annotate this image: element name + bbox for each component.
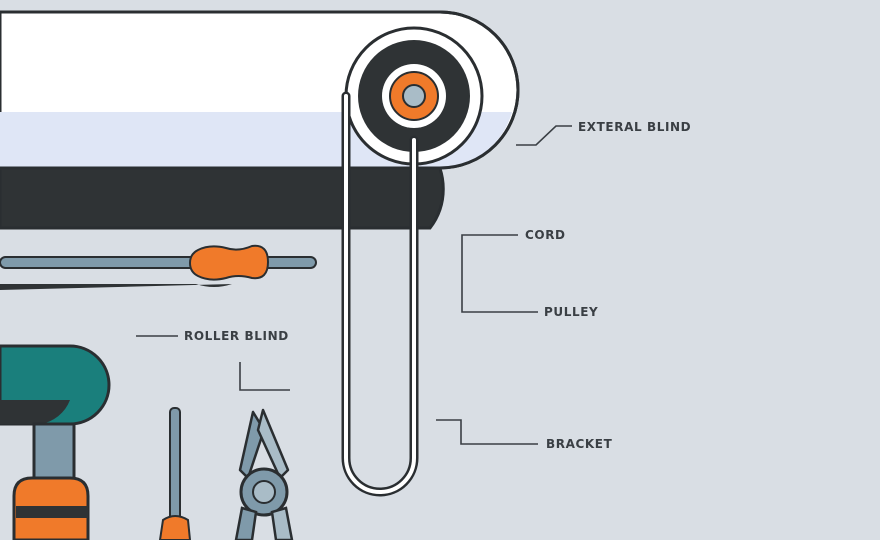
label-cord: CORD xyxy=(525,228,566,242)
leader-bracket xyxy=(436,419,538,445)
hammer-icon xyxy=(0,344,111,540)
leader-lines xyxy=(136,125,572,445)
blind-outline xyxy=(0,10,520,170)
cord-loop xyxy=(341,91,419,497)
pulley-icon xyxy=(344,26,484,166)
screwdriver-icon xyxy=(158,407,192,540)
label-bracket: BRACKET xyxy=(546,437,613,451)
leader-roller-blind-bottom xyxy=(239,362,290,391)
leader-cord-pulley xyxy=(461,234,538,313)
leader-external-blind xyxy=(516,125,572,146)
label-roller-blind: ROLLER BLIND xyxy=(184,329,289,343)
label-pulley: PULLEY xyxy=(544,305,598,319)
label-external-blind: EXTERAL BLIND xyxy=(578,120,691,134)
pliers-icon xyxy=(234,408,294,540)
screwdriver-icon xyxy=(0,244,317,290)
